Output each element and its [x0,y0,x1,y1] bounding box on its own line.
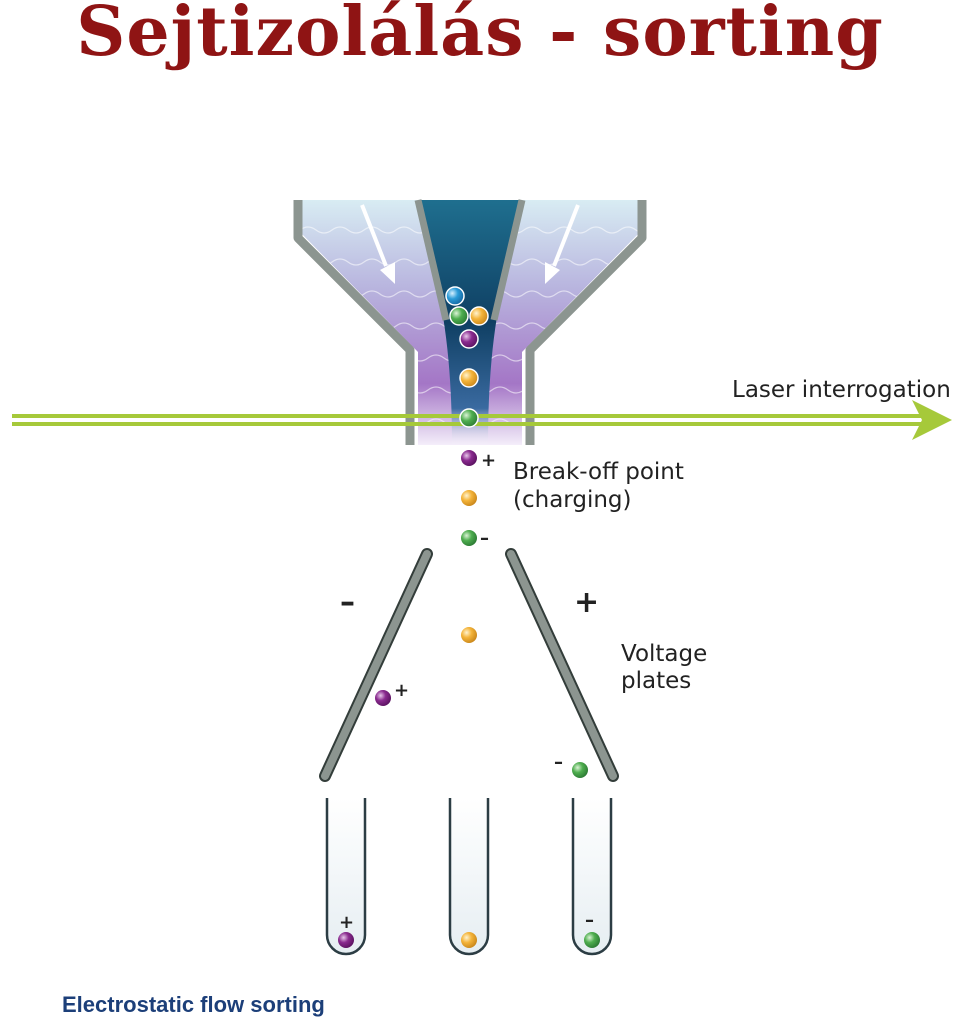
droplets: + – + – [375,450,588,778]
particles-in-stream [445,286,489,428]
collected-yellow-cell [461,932,477,948]
particle-green [449,306,469,326]
collected-green-cell [584,932,600,948]
charge-plus-sign: + [339,912,354,933]
droplet-purple-charged [461,450,477,466]
collection-tubes: + – [325,798,613,956]
figure-caption: Electrostatic flow sorting [62,992,325,1017]
particle-green [459,408,479,428]
plate-plus-sign: + [574,585,599,620]
laser-arrowhead [912,400,952,440]
voltage-label: Voltage [621,641,707,667]
collection-tube-left: + [325,798,367,956]
plate-minus-sign: – [340,585,355,620]
particle-purple [459,329,479,349]
particle-yellow [469,306,489,326]
droplet-yellow [461,490,477,506]
particle-blue [445,286,465,306]
break-off-point-label: Break-off point [513,459,684,485]
charge-minus-sign: – [585,910,594,931]
collection-tube-center [448,798,490,956]
particle-yellow [459,368,479,388]
sample-injector-wall-left [414,199,450,321]
charge-plus-sign: + [481,450,496,471]
voltage-plates [319,548,619,782]
laser-interrogation-label: Laser interrogation [732,377,951,403]
collection-tube-right: – [571,798,613,956]
charge-minus-sign: – [480,528,489,549]
sample-core-stream [418,200,522,445]
droplet-green-charged [461,530,477,546]
flow-arrow-left [360,204,395,284]
charging-label: (charging) [513,487,631,513]
droplet-purple-deflected [375,690,391,706]
collected-purple-cell [338,932,354,948]
nozzle-wall-right [525,200,647,445]
page-title: Sejtizolálás - sorting [76,0,884,72]
nozzle-wall-left [293,200,415,445]
sample-injector-wall-right [490,199,526,321]
plates-label: plates [621,668,691,694]
charge-plus-sign: + [394,680,409,701]
charge-minus-sign: – [554,752,563,773]
nozzle [293,199,647,445]
droplet-yellow [461,627,477,643]
flow-arrow-right [545,204,580,284]
droplet-green-deflected [572,762,588,778]
